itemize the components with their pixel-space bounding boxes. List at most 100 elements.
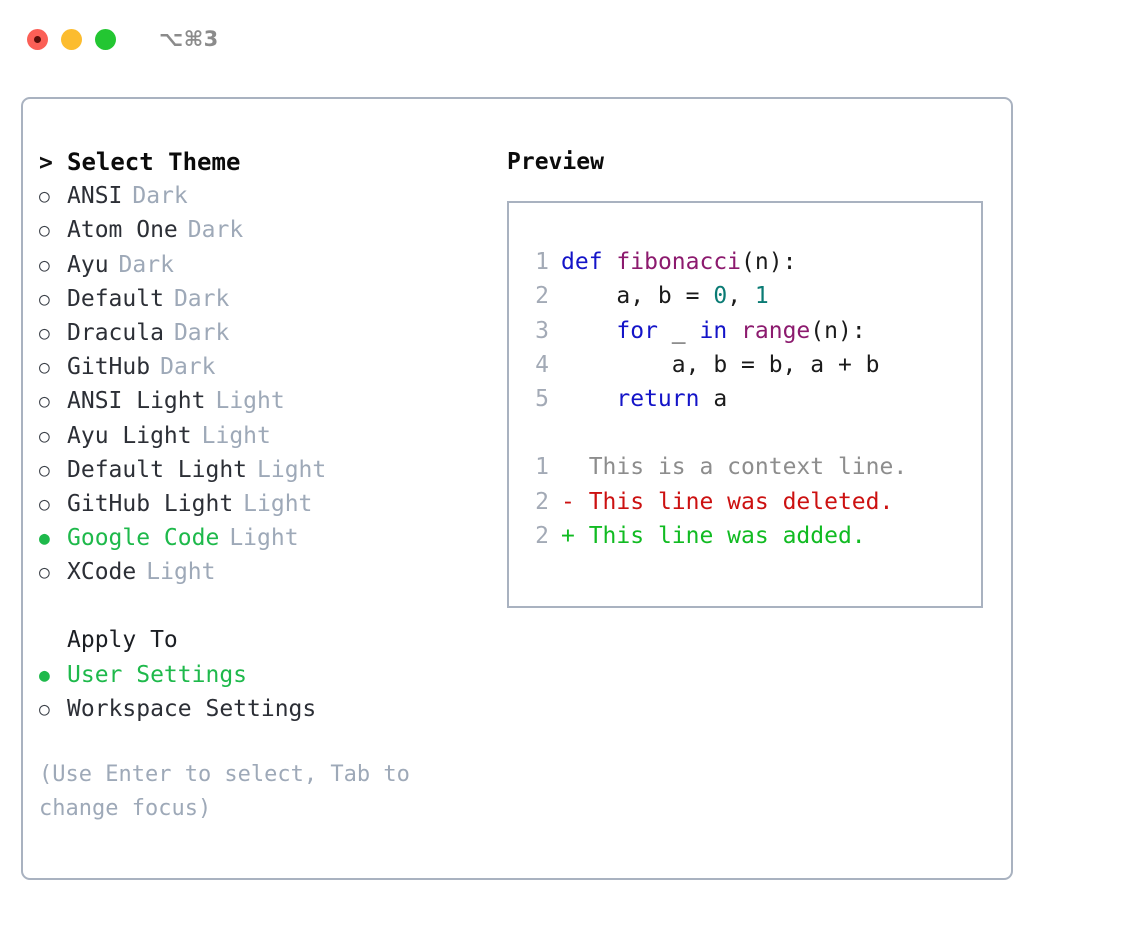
code-token: a [699, 385, 728, 412]
title-bar: ⌥⌘3 [0, 0, 1140, 78]
theme-item-label: Dracula [67, 319, 164, 346]
apply-to-option-label: Workspace Settings [67, 695, 317, 722]
code-token: (n): [741, 249, 797, 276]
radio-unselected-icon: ○ [39, 459, 50, 481]
theme-item-variant-badge: Dark [173, 285, 230, 312]
apply-to-header: ○ Apply To [39, 623, 489, 657]
apply-to-options: ● User Settings ○ Workspace Settings [39, 658, 489, 726]
caret-icon: > [39, 150, 53, 176]
radio-unselected-icon: ○ [39, 562, 50, 584]
apply-to-option-label: User Settings [67, 661, 248, 688]
theme-item-variant-badge: Light [229, 525, 299, 552]
theme-item-label: GitHub Light [67, 490, 234, 517]
theme-item-label: Default Light [67, 456, 248, 483]
radio-unselected-icon: ○ [39, 186, 50, 208]
theme-list-item[interactable]: ○ ANSI Dark [39, 179, 489, 213]
apply-to-section: ○ Apply To ●User Settings○Workspace Sett… [39, 623, 489, 726]
code-token [727, 318, 741, 344]
theme-item-label: Default [67, 285, 164, 312]
code-token: 0 [713, 283, 728, 310]
theme-item-variant-badge: Light [201, 422, 271, 449]
line-number: 2 [535, 522, 549, 549]
theme-list-item[interactable]: ○ GitHub Dark [39, 350, 489, 384]
theme-item-variant-badge: Dark [173, 319, 230, 346]
radio-unselected-icon: ○ [39, 220, 50, 242]
code-token [561, 386, 616, 412]
code-token: a, b = b, a + b [561, 351, 880, 378]
code-line: 3 for _ in range(n): [523, 314, 981, 348]
code-line: 2 a, b = 0, 1 [523, 279, 981, 313]
diff-line: 2- This line was deleted. [523, 485, 981, 519]
theme-item-variant-badge: Dark [160, 354, 216, 381]
line-number: 1 [535, 249, 549, 276]
code-token: a, b = [561, 283, 714, 310]
line-number: 1 [535, 454, 549, 481]
theme-list-item[interactable]: ○ Default Light Light [39, 453, 489, 487]
diff-sign: + [561, 522, 575, 549]
radio-unselected-icon: ○ [39, 357, 50, 379]
theme-item-label: GitHub [67, 354, 151, 381]
theme-item-variant-badge: Dark [187, 217, 244, 244]
theme-item-variant-badge: Light [146, 559, 216, 586]
code-line: 5 return a [523, 382, 981, 416]
theme-list-title: Select Theme [67, 148, 241, 176]
theme-item-variant-badge: Light [257, 456, 327, 483]
code-spacer [523, 416, 981, 450]
line-number: 2 [535, 488, 549, 515]
zoom-button[interactable] [95, 28, 116, 50]
theme-list-item[interactable]: ○ Ayu Light Light [39, 419, 489, 453]
keyboard-hint: (Use Enter to select, Tab to change focu… [39, 762, 410, 821]
radio-selected-icon: ● [39, 528, 50, 550]
code-token: for [616, 317, 658, 344]
theme-item-label: Ayu Light [67, 422, 192, 449]
diff-text: This line was added. [574, 522, 866, 549]
theme-item-variant-badge: Light [215, 388, 285, 415]
radio-unselected-icon: ○ [39, 391, 50, 413]
diff-text: This line was deleted. [574, 488, 894, 515]
diff-sample: 1 This is a context line.2- This line wa… [523, 450, 981, 553]
diff-text: This is a context line. [574, 454, 908, 481]
apply-to-option[interactable]: ○ Workspace Settings [39, 692, 489, 726]
code-token [603, 249, 617, 275]
theme-list-item[interactable]: ○ XCode Light [39, 555, 489, 589]
line-number: 2 [535, 283, 549, 310]
diff-line: 1 This is a context line. [523, 450, 981, 484]
theme-item-variant-badge: Dark [118, 251, 174, 278]
close-button[interactable] [27, 28, 48, 50]
minimize-button[interactable] [61, 28, 82, 50]
line-number: 5 [535, 385, 549, 412]
theme-item-label: Ayu [67, 251, 109, 278]
traffic-lights [27, 28, 116, 50]
theme-item-variant-badge: Dark [132, 183, 188, 210]
diff-line: 2 + This line was added. [523, 519, 981, 553]
theme-item-label: ANSI [67, 183, 123, 210]
theme-list-header: > Select Theme [39, 145, 489, 179]
theme-item-label: XCode [67, 559, 137, 586]
code-token: , [727, 283, 755, 310]
radio-selected-icon: ● [39, 664, 50, 686]
code-token [561, 318, 616, 344]
code-line: 4 a, b = b, a + b [523, 348, 981, 382]
code-token: (n): [810, 317, 866, 344]
apply-to-option[interactable]: ● User Settings [39, 658, 489, 692]
line-number: 3 [535, 317, 549, 344]
diff-sign: - [561, 488, 575, 515]
theme-item-variant-badge: Light [243, 490, 313, 517]
code-token: 1 [754, 283, 769, 310]
radio-unselected-icon: ○ [39, 425, 50, 447]
spacer-icon: ○ [39, 623, 67, 657]
radio-unselected-icon: ○ [39, 698, 50, 720]
code-token: _ [657, 317, 700, 344]
